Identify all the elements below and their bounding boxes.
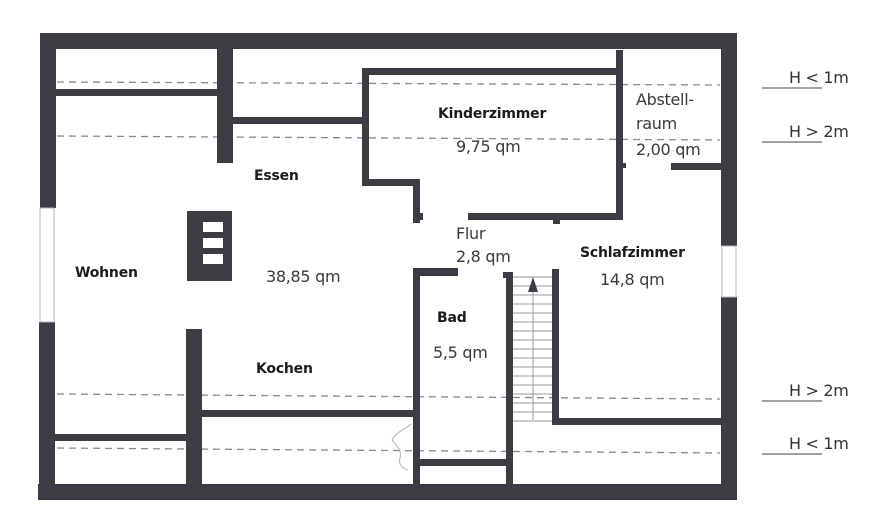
room-label-flur: Flur — [456, 224, 486, 243]
room-area-bad: 5,5 qm — [433, 343, 488, 362]
legend-h-lt-1m-top: H < 1m — [789, 68, 849, 87]
walls — [38, 33, 737, 500]
legend-h-lt-1m-bottom: H < 1m — [789, 434, 849, 453]
legend-h-gt-2m-top: H > 2m — [789, 122, 849, 141]
legend-lines — [762, 87, 822, 455]
dash-h-gt-2m-top — [56, 135, 721, 141]
room-label-abstellraum-line1: Abstell- — [636, 90, 694, 109]
dash-h-lt-1m-top — [56, 81, 721, 86]
pencil-scribble — [391, 423, 412, 471]
window-right — [721, 245, 737, 298]
outer-wall-right-lower — [721, 297, 737, 500]
outer-wall-left-lower — [39, 322, 55, 500]
room-label-wohnen: Wohnen — [75, 265, 138, 281]
dash-h-gt-2m-bottom — [56, 393, 721, 400]
outer-wall-top — [40, 33, 737, 49]
outer-wall-right-upper — [721, 36, 737, 246]
legend-h-gt-2m-bottom: H > 2m — [789, 381, 849, 400]
room-label-schlafzimmer: Schlafzimmer — [580, 245, 685, 261]
room-label-bad: Bad — [437, 310, 467, 326]
room-area-kinderzimmer: 9,75 qm — [456, 137, 521, 156]
room-label-essen: Essen — [254, 168, 299, 184]
room-area-abstellraum: 2,00 qm — [636, 140, 701, 159]
staircase — [513, 276, 553, 422]
height-lines — [56, 81, 721, 454]
outer-wall-bottom — [38, 484, 737, 500]
room-label-abstellraum-line2: raum — [636, 114, 677, 133]
chimney-flues — [203, 222, 223, 264]
dash-h-lt-1m-bottom — [56, 447, 721, 454]
room-area-schlafzimmer: 14,8 qm — [600, 270, 665, 289]
window-left — [39, 207, 55, 323]
room-label-kinderzimmer: Kinderzimmer — [438, 106, 547, 122]
windows — [39, 207, 737, 323]
room-area-flur: 2,8 qm — [456, 247, 511, 266]
room-area-essen: 38,85 qm — [266, 267, 341, 286]
outer-wall-left-upper — [40, 33, 56, 208]
room-label-kochen: Kochen — [256, 361, 313, 377]
stair-direction-arrow-icon — [528, 277, 538, 292]
